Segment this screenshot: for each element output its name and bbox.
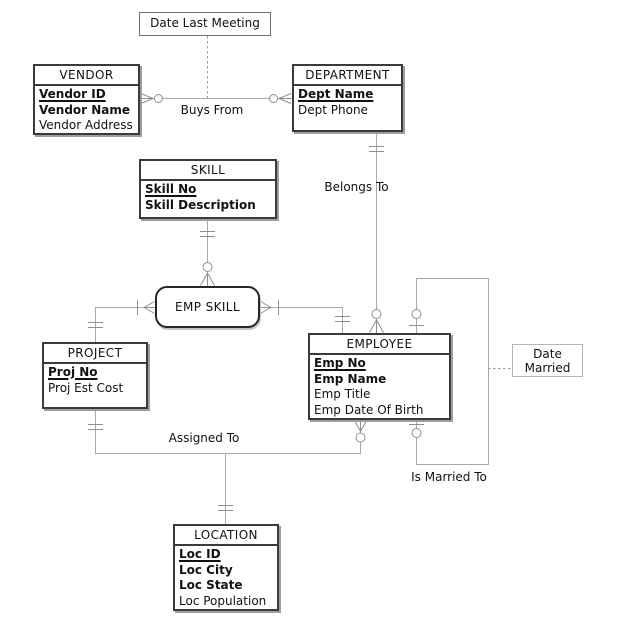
entity-location[interactable]: LOCATION Loc ID Loc City Loc State Loc P…	[173, 524, 279, 611]
double-bar-icon	[200, 231, 215, 237]
attribute: Vendor Name	[39, 102, 131, 117]
attribute-list: Skill No Skill Description	[141, 181, 275, 213]
zero-circle-icon	[371, 309, 382, 319]
attribute: Emp Date Of Birth	[314, 402, 424, 417]
attribute-pk: Emp No	[314, 356, 366, 370]
attribute: Loc City	[179, 562, 233, 577]
entity-title: PROJECT	[44, 344, 146, 364]
double-bar-icon	[335, 316, 350, 322]
crow-foot-icon	[200, 272, 215, 286]
entity-title: SKILL	[141, 161, 275, 181]
empskill-employee-line	[260, 307, 343, 333]
crow-foot-icon	[354, 420, 367, 432]
attribute: Loc State	[179, 578, 243, 592]
zero-circle-icon	[411, 309, 422, 319]
crow-foot-icon	[369, 319, 384, 333]
date-married-label: Date Married	[524, 347, 571, 375]
crow-foot-icon	[278, 93, 292, 104]
entity-title: DEPARTMENT	[294, 66, 401, 86]
attribute-list: Proj No Proj Est Cost	[44, 364, 146, 396]
relationship-label-belongs-to[interactable]: Belongs To	[324, 180, 389, 194]
date-married-box[interactable]: Date Married	[512, 344, 583, 377]
entity-title: LOCATION	[175, 526, 277, 546]
cardinality-notation	[88, 93, 424, 511]
crow-foot-icon	[143, 301, 155, 314]
attribute-list: Emp No Emp Name Emp Title Emp Date Of Bi…	[310, 355, 449, 418]
attribute-list: Vendor ID Vendor Name Vendor Address	[35, 86, 138, 134]
entity-department[interactable]: DEPARTMENT Dept Name Dept Phone	[292, 64, 403, 132]
zero-circle-icon	[411, 428, 422, 438]
double-bar-icon	[88, 322, 103, 328]
attribute: Dept Phone	[298, 102, 368, 117]
crow-foot-icon	[260, 301, 272, 314]
zero-circle-icon	[202, 262, 213, 272]
attribute: Emp Title	[314, 387, 371, 401]
relationship-label-assigned-to[interactable]: Assigned To	[168, 431, 240, 445]
entity-title: EMPLOYEE	[310, 335, 449, 355]
attribute-pk: Dept Name	[298, 87, 374, 101]
attribute-pk: Loc ID	[179, 547, 221, 561]
attribute: Skill Description	[145, 197, 256, 212]
double-bar-icon	[369, 146, 384, 152]
zero-circle-icon	[269, 94, 278, 103]
entity-emp-skill[interactable]: EMP SKILL	[155, 286, 260, 328]
double-bar-icon	[88, 424, 103, 430]
is-married-to-loop	[416, 278, 489, 465]
attribute-pk: Proj No	[48, 365, 98, 379]
entity-title: EMP SKILL	[175, 300, 240, 314]
attribute-list: Dept Name Dept Phone	[294, 86, 401, 118]
date-last-meeting-label: Date Last Meeting	[150, 16, 260, 30]
attribute-list: Loc ID Loc City Loc State Loc Population	[175, 546, 277, 609]
entity-title: VENDOR	[35, 66, 138, 86]
attribute: Proj Est Cost	[48, 380, 124, 395]
zero-circle-icon	[154, 94, 163, 103]
project-empskill-line	[95, 307, 155, 342]
attribute: Emp Name	[314, 371, 387, 386]
date-last-meeting-box[interactable]: Date Last Meeting	[139, 12, 271, 36]
entity-skill[interactable]: SKILL Skill No Skill Description	[139, 159, 277, 219]
relationship-label-is-married-to[interactable]: Is Married To	[411, 470, 487, 484]
crow-foot-icon	[140, 93, 154, 104]
attribute-pk: Vendor ID	[39, 87, 106, 101]
attribute-pk: Skill No	[145, 182, 197, 196]
relationship-label-buys-from[interactable]: Buys From	[180, 103, 244, 117]
attribute-connectors	[207, 36, 512, 369]
double-bar-icon	[218, 505, 233, 511]
entity-project[interactable]: PROJECT Proj No Proj Est Cost	[42, 342, 148, 409]
entity-vendor[interactable]: VENDOR Vendor ID Vendor Name Vendor Addr…	[33, 64, 140, 135]
zero-circle-icon	[355, 432, 366, 443]
entity-employee[interactable]: EMPLOYEE Emp No Emp Name Emp Title Emp D…	[308, 333, 451, 420]
attribute: Vendor Address	[39, 118, 133, 132]
attribute: Loc Population	[179, 593, 267, 608]
